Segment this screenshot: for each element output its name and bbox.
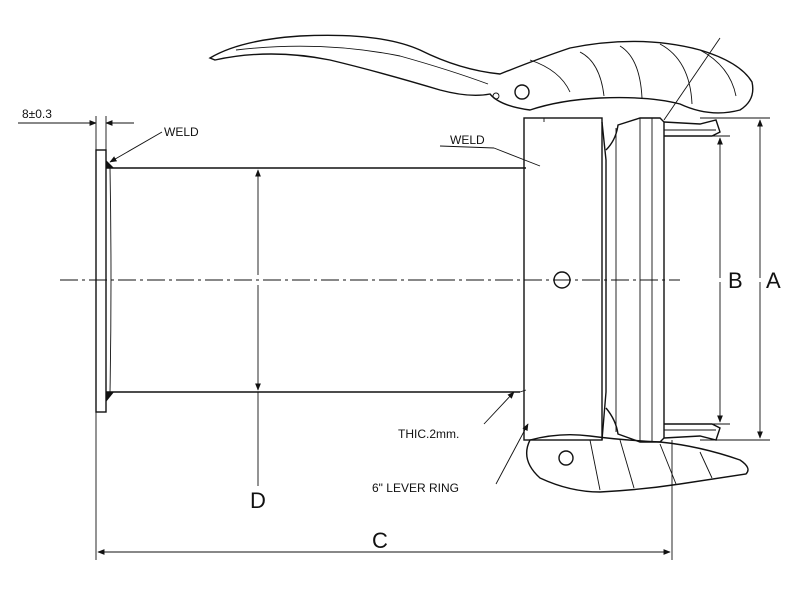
tolerance-label: 8±0.3 <box>22 107 52 121</box>
lever-arm-top <box>208 34 754 114</box>
dimension-b <box>712 135 730 425</box>
dim-c-label: C <box>372 528 388 553</box>
weld-top-label: WELD <box>450 133 485 147</box>
tolerance-dimension <box>18 116 134 150</box>
thickness-label: THIC.2mm. <box>398 427 459 441</box>
dim-d-label: D <box>250 488 266 513</box>
weld-top-underline <box>439 145 495 149</box>
thickness-leader <box>483 391 515 425</box>
dimension-c <box>95 412 673 560</box>
dim-b-label: B <box>728 268 743 293</box>
lever-ring-leader <box>495 423 529 485</box>
callout-leader <box>663 37 721 121</box>
weld-left-label: WELD <box>164 125 199 139</box>
lever-ring-label: 6" LEVER RING <box>372 481 459 495</box>
coupling-body <box>523 117 721 443</box>
flange-plate <box>95 149 114 413</box>
weld-left-leader <box>109 131 163 163</box>
lever-arm-bottom <box>526 433 749 493</box>
weld-top-leader <box>493 147 541 167</box>
tube-body <box>106 167 527 393</box>
dimension-a <box>700 117 770 441</box>
dim-a-label: A <box>766 268 781 293</box>
